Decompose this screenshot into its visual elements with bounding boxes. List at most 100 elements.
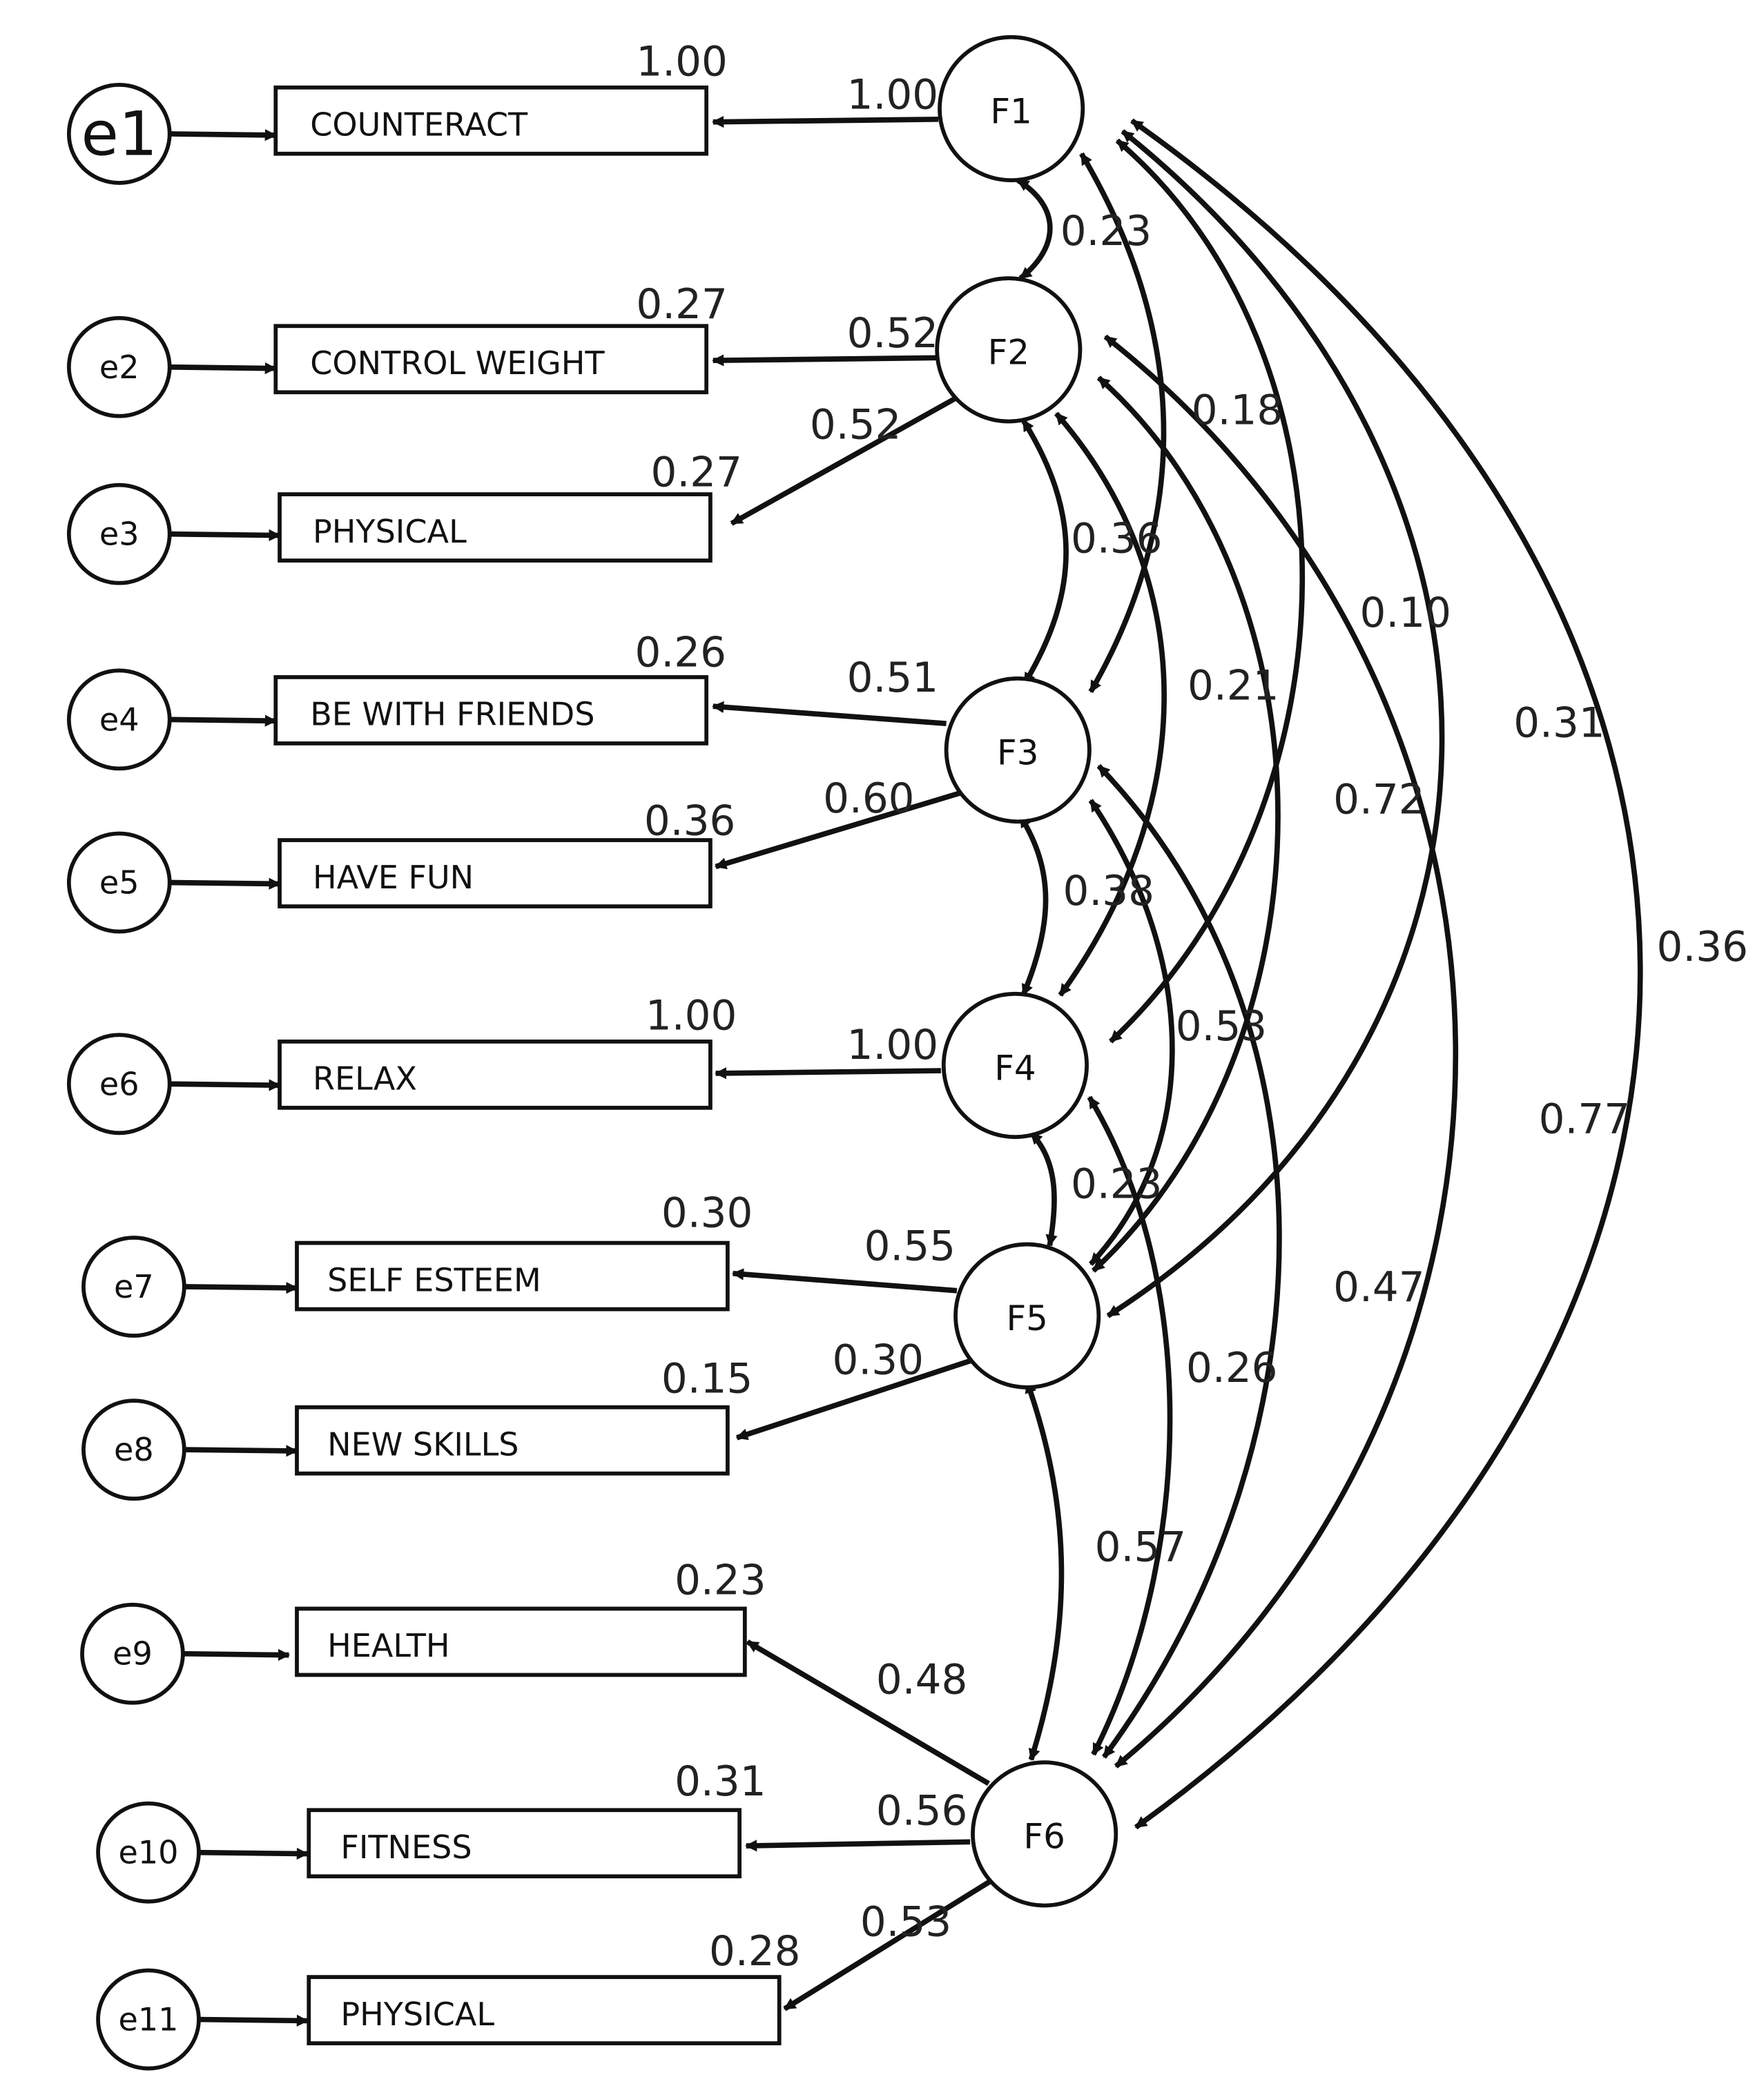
error-e8-label: e8 [114,1431,154,1468]
r2-label: 0.15 [661,1356,753,1403]
indicator-label-8: NEW SKILLS [327,1425,518,1463]
error-e5-label: e5 [99,864,139,902]
loading-label: 0.55 [864,1223,956,1271]
r2-label: 0.31 [675,1758,766,1806]
factor-f5-label: F5 [1006,1298,1047,1338]
indicator-boxes: COUNTERACT CONTROL WEIGHT PHYSICAL BE WI… [273,85,782,2045]
indicator-box-7 [295,1240,730,1312]
factor-f6-label: F6 [1023,1817,1065,1857]
indicator-label-6: RELAX [313,1060,417,1098]
factor-f3 [944,676,1092,824]
loading-label: 0.52 [810,401,901,449]
correlation-label: 0.31 [1513,699,1605,747]
indicator-box-1 [273,85,709,156]
factor-f4 [941,991,1089,1139]
indicator-label-2: CONTROL WEIGHT [310,344,605,382]
factor-f2 [935,276,1083,424]
error-e9-label: e9 [113,1635,153,1673]
error-arrows [169,129,309,2027]
indicator-label-11: PHYSICAL [340,1996,494,2033]
error-e10 [96,1801,201,1904]
correlation-label: 0.57 [1095,1523,1186,1571]
loading-label: 0.53 [860,1899,951,1947]
error-e7-label: e7 [114,1268,154,1305]
indicator-label-9: HEALTH [327,1627,449,1664]
factor-f3-label: F3 [997,732,1038,772]
loading-label: 0.56 [876,1787,967,1835]
indicator-box-3 [278,492,713,563]
error-e6 [66,1033,172,1136]
correlation-label: 0.36 [1657,924,1748,971]
r2-label: 1.00 [636,38,727,86]
error-terms: e1 e2 e3 e4 e5 e6 e7 e8 e9 e10 e11 [66,83,201,2071]
indicator-box-5 [278,838,713,908]
correlation-label: 0.26 [1186,1345,1277,1392]
correlation-label: 0.21 [1188,663,1279,710]
factor-f1 [938,35,1085,182]
factor-f5 [953,1242,1101,1390]
factor-correlations [1016,118,1643,1830]
indicator-label-7: SELF ESTEEM [327,1261,541,1298]
indicator-box-9 [295,1606,747,1677]
correlation-label: 0.18 [1192,387,1283,434]
error-e1-label: e1 [81,98,158,169]
loading-label: 0.30 [833,1337,924,1385]
error-e9 [80,1602,185,1705]
error-e2-label: e2 [99,349,139,386]
error-e7 [81,1236,186,1338]
loading-label: 0.48 [876,1656,967,1704]
r2-label: 0.36 [644,797,735,845]
loading-label: 0.52 [847,310,938,358]
indicator-label-3: PHYSICAL [313,513,467,550]
loading-label: 1.00 [847,1022,938,1069]
indicator-label-1: COUNTERACT [310,106,528,143]
factor-f1-label: F1 [990,91,1031,131]
error-e5 [66,831,172,934]
error-e3-label: e3 [99,516,139,553]
error-e8 [81,1399,186,1501]
error-e11-label: e11 [119,2001,179,2038]
r2-label: 0.27 [651,449,742,497]
correlation-label: 0.47 [1333,1264,1424,1312]
loading-label: 0.60 [823,775,914,823]
correlation-labels: 0.23 0.18 0.10 0.31 0.36 0.36 0.21 0.72 … [1060,208,1748,1571]
correlation-label: 0.72 [1333,777,1424,824]
indicator-label-5: HAVE FUN [313,859,474,896]
indicator-box-6 [278,1039,713,1110]
r2-label: 0.26 [634,630,726,677]
correlation-label: 0.53 [1176,1003,1267,1051]
indicator-label-4: BE WITH FRIENDS [310,696,594,733]
error-e2 [66,315,172,418]
factor-f4-label: F4 [994,1048,1036,1088]
indicator-box-11 [307,1975,782,2045]
correlation-label: 0.36 [1071,516,1162,563]
factor-f2-label: F2 [988,333,1029,373]
loading-label: 1.00 [847,71,938,119]
loading-label: 0.51 [847,654,938,702]
r2-label: 0.28 [709,1928,800,1976]
error-e6-label: e6 [99,1065,139,1102]
indicator-box-2 [273,324,709,395]
factors: F1 F2 F3 F4 F5 F6 [935,35,1118,1908]
indicator-box-4 [273,675,709,746]
error-e4 [66,668,172,771]
factor-f6 [971,1760,1118,1908]
correlation-label: 0.10 [1360,589,1451,637]
error-e1 [66,83,172,185]
r2-label: 0.27 [636,281,727,329]
error-e3 [66,483,172,585]
correlation-label: 0.38 [1063,868,1154,915]
error-e4-label: e4 [99,701,139,738]
r2-label: 1.00 [646,993,737,1040]
correlation-label: 0.77 [1539,1095,1630,1143]
error-e11 [96,1968,201,2071]
r2-label: 0.30 [661,1190,753,1238]
loading-labels: 1.00 0.52 0.52 0.51 0.60 1.00 0.55 0.30 … [810,71,967,1946]
r-squared-labels: 1.00 0.27 0.27 0.26 0.36 1.00 0.30 0.15 … [634,38,800,1975]
indicator-box-10 [307,1808,742,1879]
indicator-box-8 [295,1405,730,1476]
r2-label: 0.23 [675,1557,766,1604]
loading-arrows [712,115,996,2011]
error-e10-label: e10 [119,1834,179,1871]
